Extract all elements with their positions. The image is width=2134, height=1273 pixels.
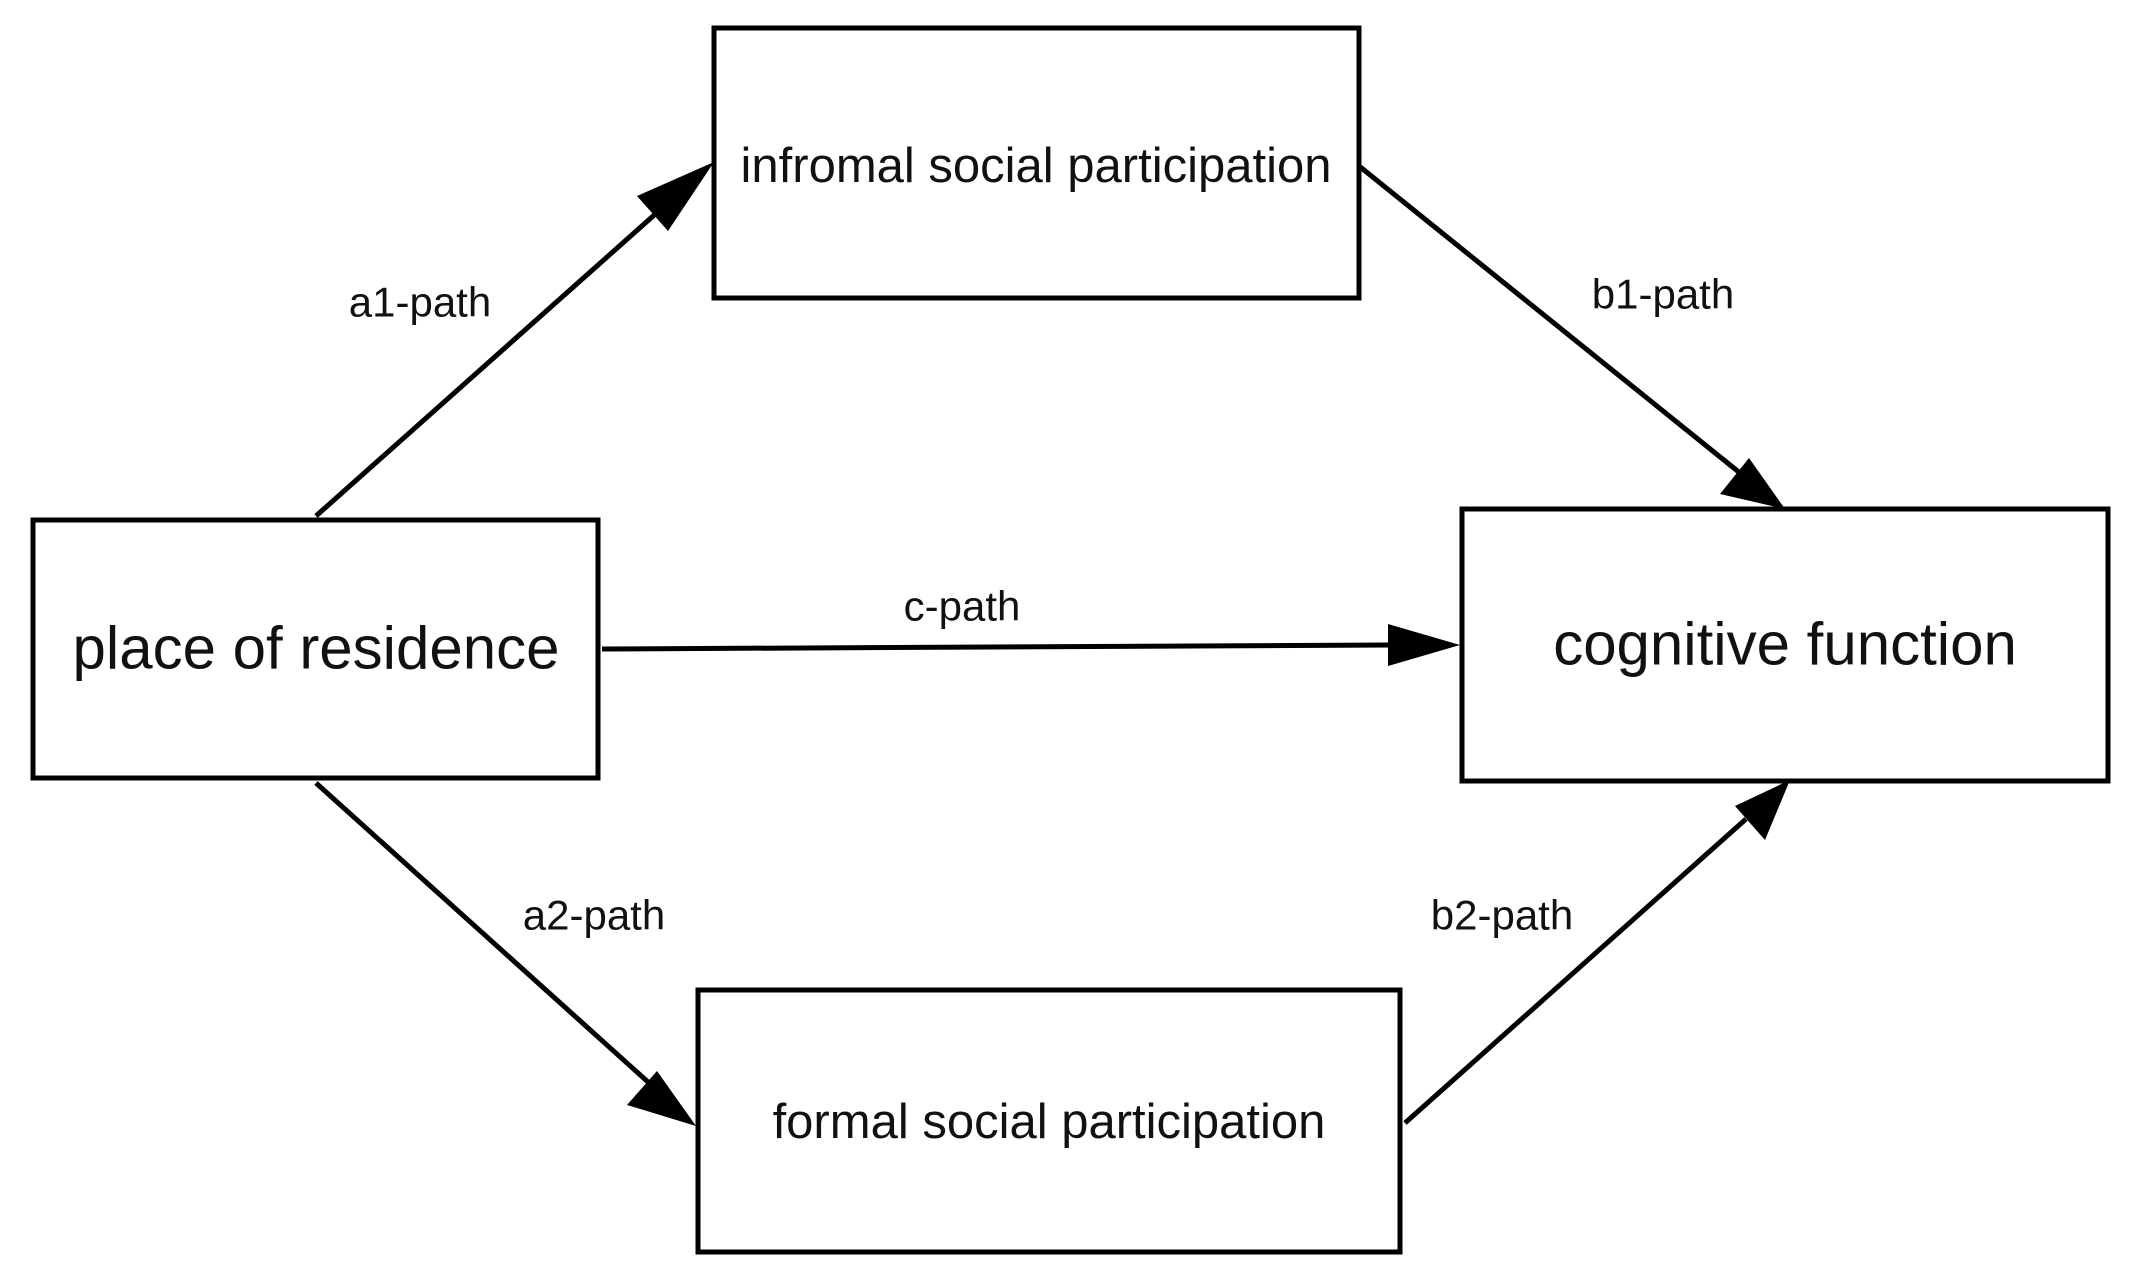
b1-path-label: b1-path <box>1592 271 1734 318</box>
a1-path-label: a1-path <box>349 279 491 326</box>
a2-path-label: a2-path <box>523 892 665 939</box>
b1-path-line <box>1357 164 1742 475</box>
c-path-label: c-path <box>904 583 1021 630</box>
node-place-of-residence <box>30 517 601 781</box>
b1-path-arrowhead <box>1720 458 1785 509</box>
node-cognitive-function-label: cognitive function <box>1553 611 2017 678</box>
b2-path-label: b2-path <box>1431 892 1573 939</box>
node-formal-social-participation-label: formal social participation <box>773 1095 1326 1149</box>
c-path-line <box>601 642 1391 652</box>
node-formal-social-participation <box>695 987 1403 1255</box>
a1-path-arrowhead <box>637 162 714 231</box>
a1-path-line <box>314 199 672 518</box>
node-place-of-residence-label: place of residence <box>73 615 560 682</box>
node-cognitive-function <box>1459 506 2111 784</box>
node-informal-social-participation <box>711 25 1362 301</box>
c-path-arrowhead <box>1388 624 1460 666</box>
a2-path-arrowhead <box>627 1071 696 1126</box>
b2-path-arrowhead <box>1735 780 1790 840</box>
node-informal-social-participation-label: infromal social participation <box>741 139 1332 193</box>
a2-path-line <box>314 781 650 1084</box>
b2-path-line <box>1403 817 1748 1125</box>
